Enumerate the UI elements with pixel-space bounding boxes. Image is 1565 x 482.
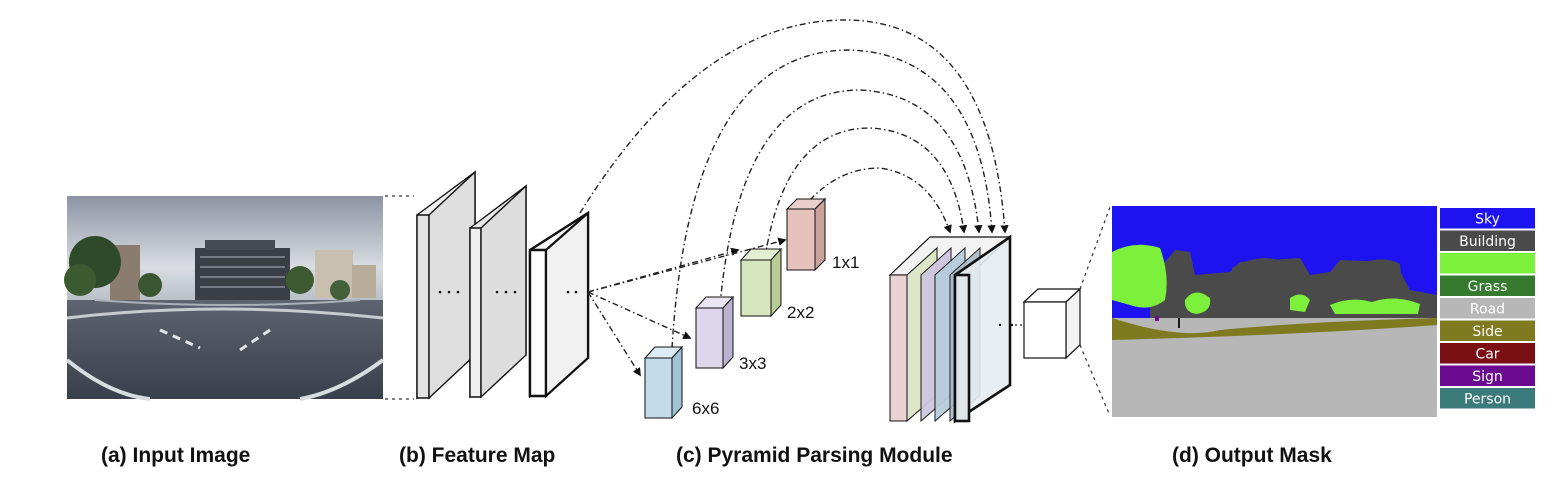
pool-block-6x6: 6x6 xyxy=(643,345,719,420)
legend-label: Tree xyxy=(1472,256,1502,272)
feature-map xyxy=(416,170,590,400)
feature-slab-1 xyxy=(416,170,476,400)
legend-item-sign: Sign xyxy=(1440,365,1535,386)
legend-item-road: Road xyxy=(1440,298,1535,319)
legend-swatch xyxy=(1440,208,1535,229)
legend-swatch xyxy=(1440,365,1535,386)
legend-item-car: Car xyxy=(1440,343,1535,364)
legend-swatch xyxy=(1440,253,1535,274)
concat-feature-stack xyxy=(888,234,1022,424)
legend-swatch xyxy=(1440,275,1535,296)
legend-swatch xyxy=(1440,230,1535,251)
legend-swatch xyxy=(1440,320,1535,341)
legend-label: Person xyxy=(1464,391,1511,407)
legend-item-tree: Tree xyxy=(1440,253,1535,274)
legend-label: Sky xyxy=(1475,211,1500,227)
input-connector-lines xyxy=(385,195,414,400)
legend-item-side: Side xyxy=(1440,320,1535,341)
caption-output-mask: (d) Output Mask xyxy=(1172,444,1332,467)
feature-slab-3 xyxy=(528,210,590,399)
pool-label-2x2: 2x2 xyxy=(787,303,814,322)
pool-block-2x2: 2x2 xyxy=(739,247,814,322)
caption-pyramid-module: (c) Pyramid Parsing Module xyxy=(676,444,953,467)
pool-block-1x1: 1x1 xyxy=(785,197,859,272)
caption-input-image: (a) Input Image xyxy=(101,444,251,467)
legend-label: Road xyxy=(1470,301,1505,317)
legend-swatch xyxy=(1440,388,1535,409)
legend-label: Car xyxy=(1475,346,1499,362)
legend-item-person: Person xyxy=(1440,388,1535,409)
legend-label: Sign xyxy=(1472,369,1503,385)
legend-item-grass: Grass xyxy=(1440,275,1535,296)
legend-label: Side xyxy=(1472,324,1502,340)
feature-dots xyxy=(438,290,578,294)
legend-item-building: Building xyxy=(1440,230,1535,251)
pool-label-3x3: 3x3 xyxy=(739,354,766,373)
output-connector-lines xyxy=(1079,206,1111,417)
pyramid-arrows xyxy=(579,19,1009,377)
output-legend: SkyBuildingTreeGrassRoadSideCarSignPerso… xyxy=(1440,208,1535,409)
input-image xyxy=(64,196,385,401)
legend-label: Building xyxy=(1459,234,1516,250)
caption-feature-map: (b) Feature Map xyxy=(399,444,556,467)
pool-label-1x1: 1x1 xyxy=(832,253,859,272)
legend-swatch xyxy=(1440,298,1535,319)
pyramid-pool-blocks: 1x1 2x2 3x3 6x6 xyxy=(643,197,859,420)
legend-swatch xyxy=(1440,343,1535,364)
legend-label: Grass xyxy=(1468,279,1508,295)
pool-block-3x3: 3x3 xyxy=(694,295,766,373)
output-mask xyxy=(1112,206,1437,417)
final-conv-block xyxy=(1022,287,1082,360)
legend-item-sky: Sky xyxy=(1440,208,1535,229)
pool-label-6x6: 6x6 xyxy=(692,399,719,418)
